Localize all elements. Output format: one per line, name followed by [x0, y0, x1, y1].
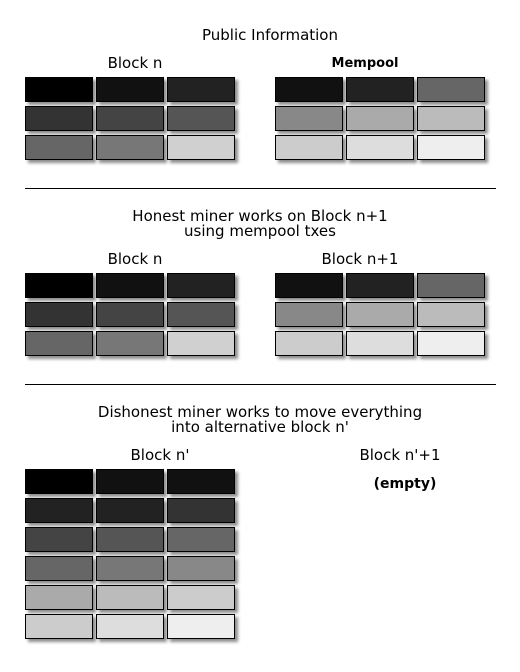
tx-block — [346, 302, 414, 327]
tx-block — [167, 585, 235, 610]
tx-block — [417, 135, 485, 160]
tx-block — [96, 77, 164, 102]
tx-block — [96, 585, 164, 610]
section1-left-label: Block n — [107, 54, 163, 72]
section3-right-label: Block n'+1 — [359, 446, 441, 464]
tx-block — [167, 331, 235, 356]
tx-block — [25, 77, 93, 102]
tx-block — [167, 135, 235, 160]
tx-block — [275, 273, 343, 298]
tx-block — [96, 331, 164, 356]
section3-right-empty-note: (empty) — [373, 476, 437, 492]
tx-block — [346, 106, 414, 131]
tx-block — [96, 556, 164, 581]
tx-block — [346, 135, 414, 160]
tx-block — [275, 302, 343, 327]
tx-block — [167, 614, 235, 639]
tx-block — [167, 302, 235, 327]
tx-block — [167, 527, 235, 552]
tx-block — [96, 469, 164, 494]
tx-block — [167, 498, 235, 523]
section2-right-label: Block n+1 — [321, 250, 399, 268]
tx-block — [275, 106, 343, 131]
section1-title: Public Information — [202, 26, 338, 44]
tx-block — [167, 556, 235, 581]
tx-block — [167, 469, 235, 494]
tx-block — [96, 527, 164, 552]
section3-title-line2: into alternative block n' — [171, 418, 349, 436]
tx-block — [25, 614, 93, 639]
tx-block — [96, 273, 164, 298]
tx-block — [25, 498, 93, 523]
tx-block — [275, 77, 343, 102]
tx-block — [417, 273, 485, 298]
section2-title-line1: Honest miner works on Block n+1 — [132, 207, 388, 225]
tx-block — [96, 498, 164, 523]
tx-block — [417, 331, 485, 356]
section3-left-label: Block n' — [130, 446, 190, 464]
tx-block — [346, 273, 414, 298]
tx-block — [417, 77, 485, 102]
tx-block — [167, 106, 235, 131]
tx-block — [417, 302, 485, 327]
tx-block — [25, 302, 93, 327]
tx-block — [25, 469, 93, 494]
tx-block — [25, 585, 93, 610]
tx-block — [96, 135, 164, 160]
tx-block — [346, 331, 414, 356]
tx-block — [25, 273, 93, 298]
tx-block — [167, 273, 235, 298]
tx-block — [25, 106, 93, 131]
section1-right-label: Mempool — [331, 56, 399, 71]
tx-block — [25, 331, 93, 356]
section2-title-line2: using mempool txes — [184, 222, 336, 240]
divider-2 — [25, 384, 496, 385]
tx-block — [96, 106, 164, 131]
section3-title-line1: Dishonest miner works to move everything — [97, 403, 423, 421]
tx-block — [96, 302, 164, 327]
tx-block — [275, 135, 343, 160]
tx-block — [167, 77, 235, 102]
tx-block — [25, 135, 93, 160]
tx-block — [25, 556, 93, 581]
tx-block — [417, 106, 485, 131]
tx-block — [275, 331, 343, 356]
divider-1 — [25, 188, 496, 189]
tx-block — [96, 614, 164, 639]
section2-left-label: Block n — [107, 250, 163, 268]
tx-block — [25, 527, 93, 552]
tx-block — [346, 77, 414, 102]
